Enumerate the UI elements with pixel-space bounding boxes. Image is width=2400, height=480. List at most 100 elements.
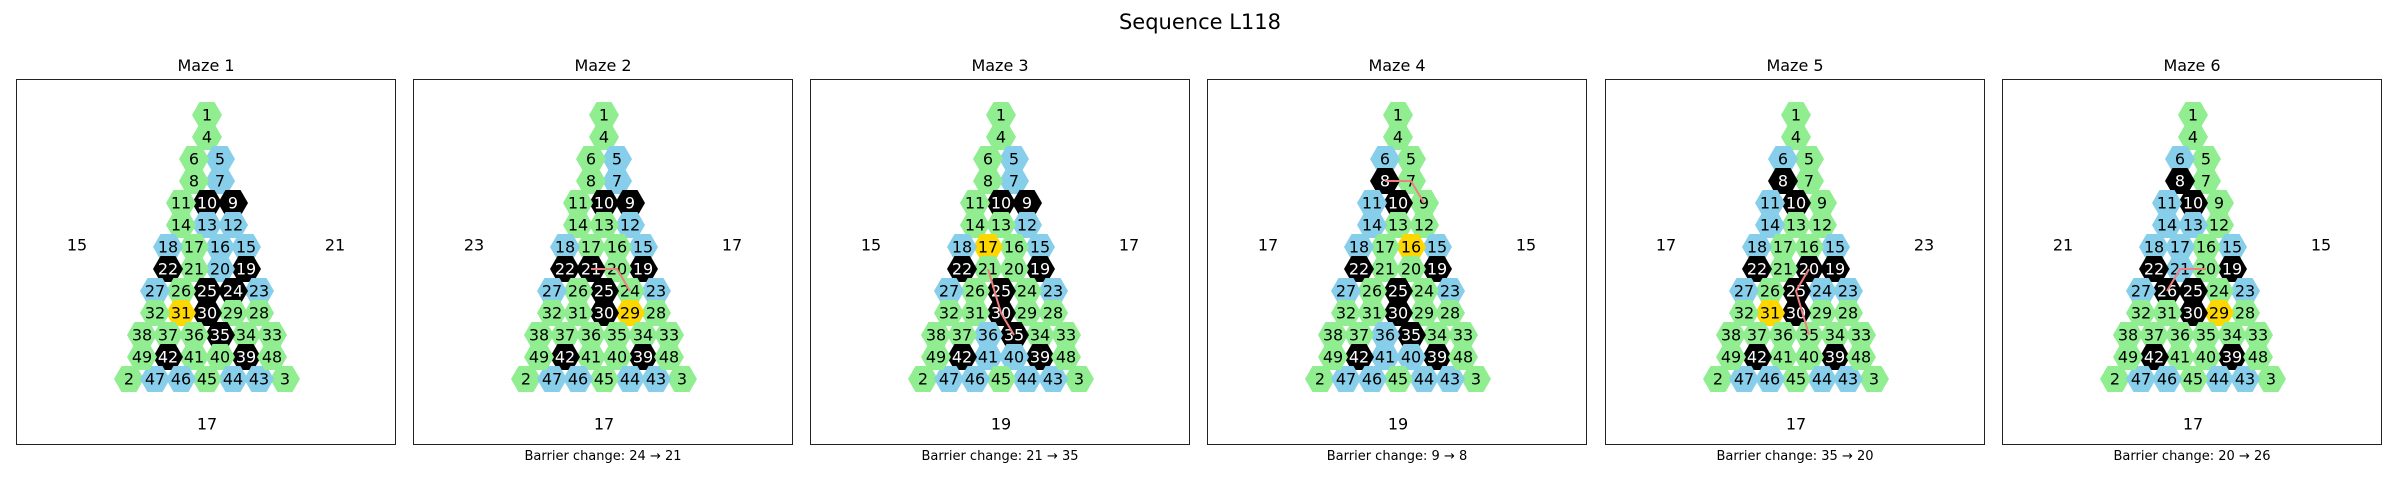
maze-cell-label: 44 [1812,370,1832,389]
maze-cell-label: 9 [625,194,635,213]
maze-cell-open [1051,344,1081,370]
maze-cell-wall [1820,344,1850,370]
maze-cell-goal [2204,300,2234,326]
maze-cell-label: 37 [1747,326,1767,345]
maze-cell-open [1768,322,1798,348]
maze-cell-label: 48 [262,348,282,367]
maze-cell-open [602,234,632,260]
maze-cell-alt [2152,366,2182,392]
maze-cell-label: 4 [1791,128,1801,147]
maze-cell-label: 1 [202,106,212,125]
maze-cell-alt [1038,278,1068,304]
maze-cell-label: 25 [197,282,217,301]
maze-cell-label: 19 [1030,260,1050,279]
maze-cell-wall [231,256,261,282]
maze-cell-label: 19 [1427,260,1447,279]
maze-cell-open [589,212,619,238]
maze-cell-label: 30 [1388,304,1408,323]
maze-cell-wall [1768,168,1798,194]
maze-cell-open [999,234,1029,260]
maze-cell-label: 27 [2131,282,2151,301]
maze-cell-label: 24 [223,282,243,301]
maze-cell-label: 6 [1380,150,1390,169]
maze-cell-open [589,102,619,128]
maze-cell-open [1448,322,1478,348]
maze-cell-label: 25 [594,282,614,301]
maze-cell-alt [1833,278,1863,304]
maze-cell-alt [1729,278,1759,304]
maze-cell-label: 34 [1030,326,1050,345]
maze-cell-label: 19 [633,260,653,279]
maze-cell-label: 42 [555,348,575,367]
maze-cell-wall [1742,344,1772,370]
maze-cell-open [257,322,287,348]
maze-cell-wall [153,344,183,370]
maze-cell-open [2256,366,2286,392]
maze-cell-label: 25 [1388,282,1408,301]
maze-cell-open [589,124,619,150]
maze-cell-wall [1422,256,1452,282]
maze-cell-open [576,322,606,348]
maze-bottom-label: 19 [1388,415,1408,434]
maze-cell-label: 31 [171,304,191,323]
maze-cell-alt [1012,212,1042,238]
maze-cell-open [1331,300,1361,326]
maze-cell-label: 4 [996,128,1006,147]
maze-cell-label: 38 [1721,326,1741,345]
maze-cell-open [960,190,990,216]
maze-cell-label: 47 [542,370,562,389]
maze-cell-label: 45 [1388,370,1408,389]
maze-cell-label: 18 [1349,238,1369,257]
maze-cell-open [1383,124,1413,150]
maze-cell-label: 27 [1734,282,1754,301]
page-title: Sequence L118 [1118,10,1282,34]
maze-cell-label: 49 [926,348,946,367]
maze-cell-open [921,344,951,370]
maze-cell-label: 28 [249,304,269,323]
maze-cell-wall [2217,256,2247,282]
maze-cell-goal [1396,234,1426,260]
maze-cell-label: 10 [991,194,1011,213]
maze-cell-label: 15 [236,238,256,257]
maze-cell-label: 39 [2222,348,2242,367]
maze-cell-alt [1344,234,1374,260]
maze-cell-label: 45 [594,370,614,389]
maze-bottom-label: 17 [1786,415,1806,434]
maze-cell-label: 15 [1825,238,1845,257]
maze-cell-open [667,366,697,392]
maze-cell-label: 33 [1453,326,1473,345]
maze-cell-label: 43 [1440,370,1460,389]
maze-cell-label: 3 [1869,370,1879,389]
maze-cell-open [1318,322,1348,348]
maze-cell-wall [589,300,619,326]
maze-cell-wall [947,256,977,282]
maze-cell-label: 47 [1734,370,1754,389]
barrier-change-caption: Barrier change: 35 → 20 [1716,449,1874,464]
maze-cell-label: 42 [952,348,972,367]
maze-cell-label: 12 [1812,216,1832,235]
maze-cell-label: 46 [2157,370,2177,389]
maze-cell-open [1383,212,1413,238]
maze-bottom-label: 17 [594,415,614,434]
maze-cell-alt [2230,366,2260,392]
maze-cell-open [589,366,619,392]
maze-cell-label: 3 [280,370,290,389]
maze-cell-label: 15 [1427,238,1447,257]
maze-cell-open [1344,322,1374,348]
maze-cell-label: 31 [1760,304,1780,323]
maze-cell-label: 49 [1721,348,1741,367]
maze-cell-label: 48 [1056,348,1076,367]
maze-cell-label: 24 [2209,282,2229,301]
maze-right-label: 17 [722,236,742,255]
maze-cell-label: 44 [1414,370,1434,389]
maze-cell-label: 40 [1799,348,1819,367]
maze-cell-label: 23 [1838,282,1858,301]
maze-cell-open [1846,344,1876,370]
maze-cell-open [2217,322,2247,348]
maze-cell-label: 37 [1349,326,1369,345]
maze-title: Maze 1 [177,56,235,75]
